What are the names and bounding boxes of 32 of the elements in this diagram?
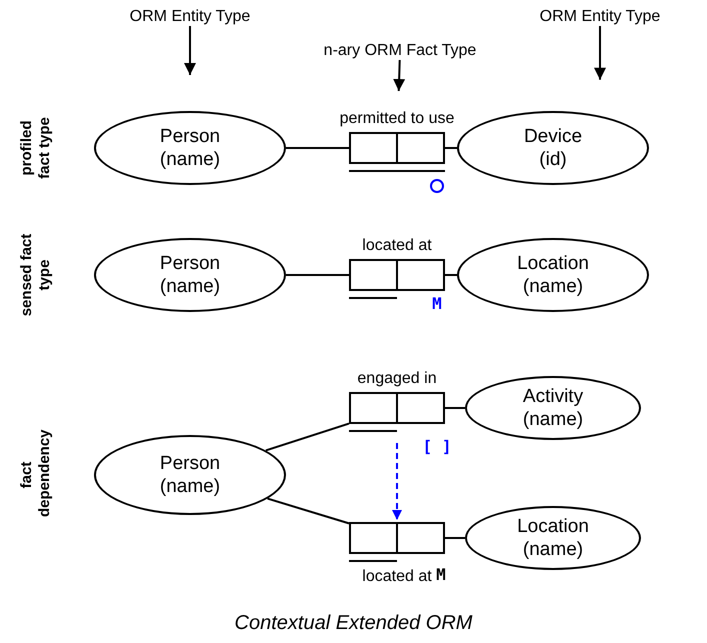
arrow [392,443,402,520]
caption: Contextual Extended ORM [234,612,474,635]
arrow [594,26,606,80]
constraint-mark: M [436,565,446,584]
connector-line [266,422,350,452]
entity-label: Person (name) [160,125,220,171]
constraint-mark: [ ] [422,437,452,456]
row-label: profiled fact type [18,116,54,181]
fact-type-label: permitted to use [340,110,454,128]
connector-line [445,407,465,409]
entity-label: Location (name) [517,252,589,298]
connector-line [445,537,465,539]
entity-label: Person (name) [160,252,220,298]
annotation-label: n-ary ORM Fact Type [324,42,476,60]
arrow [184,26,196,75]
fact-type-label: located at [362,237,432,255]
entity-label: Device (id) [524,125,582,171]
row-label: sensed fact type [18,233,54,317]
connector-line [445,274,457,276]
annotation-label: ORM Entity Type [540,8,660,26]
fact-type-label: located at [362,568,432,586]
entity-label: Location (name) [517,515,589,561]
annotation-label: ORM Entity Type [130,8,250,26]
connector-line [286,274,349,276]
fact-type-label: engaged in [357,370,437,388]
arrow [393,60,406,92]
connector-line [267,498,350,524]
entity-label: Person (name) [160,452,220,498]
constraint-mark: M [432,294,442,313]
connector-line [286,147,349,149]
connector-line [445,147,457,149]
entity-label: Activity (name) [522,385,584,431]
